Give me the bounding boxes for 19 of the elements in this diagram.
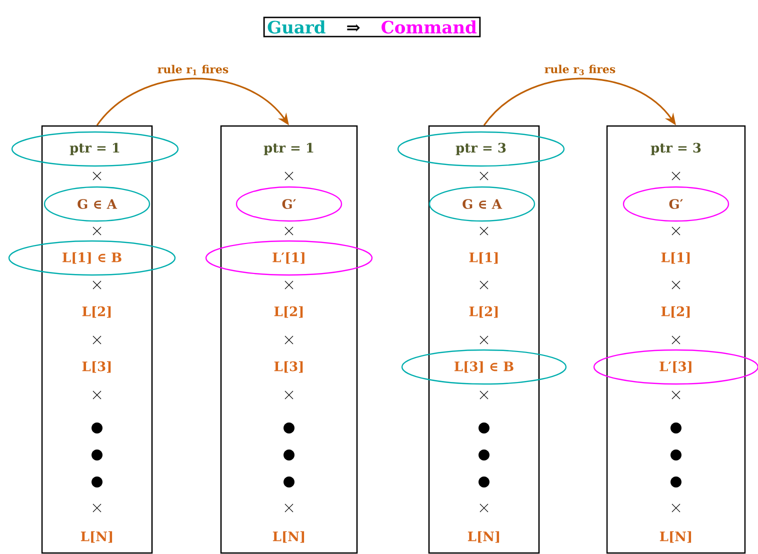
legend-box: Guard ⇒ Command <box>263 16 481 38</box>
node-label: L[1] <box>661 252 690 264</box>
arrow <box>483 78 676 126</box>
node-label: L[2] <box>469 306 498 318</box>
node-label: L[2] <box>82 306 111 318</box>
node-label: L[1] <box>469 252 498 264</box>
edge-label: rule r$_{3}$ fires <box>544 64 616 76</box>
node-label: L[N] <box>468 531 500 543</box>
node-label: ptr = 1 <box>264 142 314 156</box>
node-label: L[2] <box>274 306 303 318</box>
node-label: L[3] <box>274 361 303 373</box>
edge-label: rule r$_{1}$ fires <box>158 64 228 76</box>
node-label: L[N] <box>660 531 692 543</box>
node-label: ptr = 3 <box>650 142 701 156</box>
node-label: L[N] <box>80 531 112 543</box>
node-label: L[N] <box>272 531 304 543</box>
arrow <box>96 78 289 126</box>
node-label: L[3] <box>82 361 111 373</box>
node-label: L[2] <box>661 306 690 318</box>
